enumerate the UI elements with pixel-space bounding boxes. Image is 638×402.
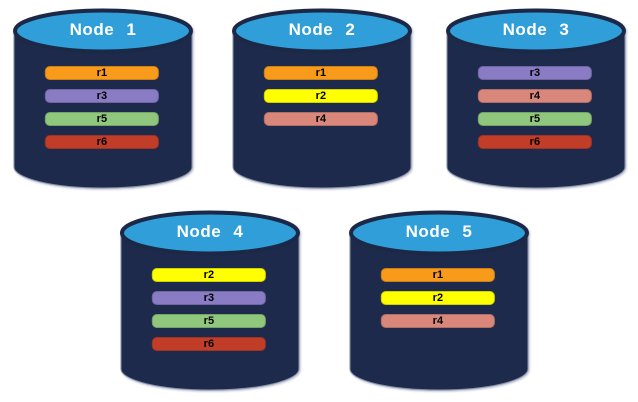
node-3: Node 3 r3 r4 r5 r6 [445, 8, 627, 192]
replica-bar: r2 [263, 89, 378, 103]
node-title: Node 1 [69, 20, 137, 39]
replica-bar: r6 [44, 135, 159, 149]
replica-bar: r1 [380, 268, 495, 282]
node-title: Node 2 [288, 20, 356, 39]
cylinder-top [349, 210, 529, 256]
node-title: Node 5 [405, 222, 473, 241]
node-1: Node 1 r1 r3 r5 r6 [12, 8, 194, 192]
replica-bar: r5 [477, 112, 592, 126]
node-title: Node 3 [502, 20, 570, 39]
node-2: Node 2 r1 r2 r4 [231, 8, 413, 192]
replica-bar: r4 [380, 314, 495, 328]
replica-bar: r2 [151, 268, 266, 282]
node-4: Node 4 r2 r3 r5 r6 [119, 210, 301, 394]
replica-bar: r3 [477, 66, 592, 80]
cylinder-top [120, 210, 300, 256]
replica-list: r3 r4 r5 r6 [477, 66, 592, 158]
replica-list: r1 r2 r4 [380, 268, 495, 337]
replica-list: r1 r3 r5 r6 [44, 66, 159, 158]
cylinder-top [13, 8, 193, 54]
replica-bar: r5 [44, 112, 159, 126]
replica-bar: r3 [151, 291, 266, 305]
cylinder-top [446, 8, 626, 54]
cylinder-top [232, 8, 412, 54]
replica-bar: r1 [44, 66, 159, 80]
replica-bar: r2 [380, 291, 495, 305]
replica-bar: r6 [151, 337, 266, 351]
replica-bar: r4 [263, 112, 378, 126]
replica-list: r2 r3 r5 r6 [151, 268, 266, 360]
replica-bar: r4 [477, 89, 592, 103]
replica-bar: r3 [44, 89, 159, 103]
replica-bar: r1 [263, 66, 378, 80]
replica-list: r1 r2 r4 [263, 66, 378, 135]
replica-bar: r6 [477, 135, 592, 149]
node-5: Node 5 r1 r2 r4 [348, 210, 530, 394]
replica-bar: r5 [151, 314, 266, 328]
node-title: Node 4 [176, 222, 244, 241]
